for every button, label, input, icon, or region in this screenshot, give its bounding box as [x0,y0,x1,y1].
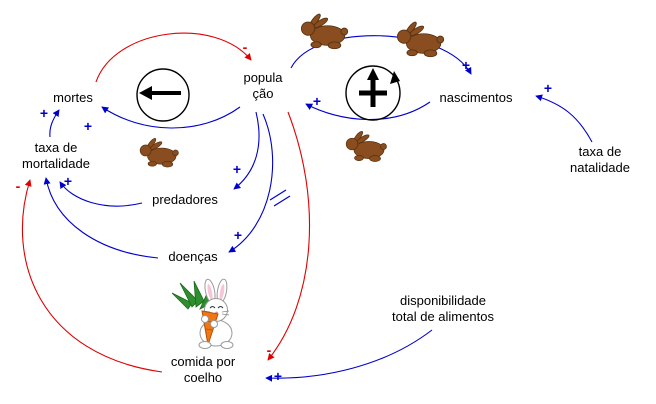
link-populacao-comida-negative [267,111,311,361]
node-disponibilidade-line1: disponibilidade [399,293,486,308]
balancing-loop-icon [136,68,190,122]
sign-mortes-populacao: - [242,39,248,55]
rabbit-foot-right [220,341,234,349]
link-nascimentos-populacao-positive [305,101,431,121]
rabbit-paw-right [210,320,218,328]
node-mortes: mortes [53,90,93,105]
link-populacao-nascimentos-positive [290,35,472,75]
link-mortalidade-mortes-positive [49,109,60,138]
carrot-leaves [171,280,211,310]
node-populacao-line1: popula [243,70,283,85]
sign-populacao-mortes: + [83,118,93,134]
node-taxa-mortalidade-line2: mortalidade [22,156,90,171]
sign-disponibilidade-comida: + [273,368,283,384]
node-taxa-natalidade-line2: natalidade [570,160,630,175]
node-populacao: popula ção [243,70,282,102]
rabbit-top-right [396,20,445,58]
sign-populacao-predadores: + [232,161,242,177]
node-taxa-mortalidade-line1: taxa de [34,140,78,155]
sign-comida-mortalidade: - [15,178,21,194]
sign-populacao-comida: - [266,342,272,358]
reinforcing-loop-icon [345,65,401,121]
rabbit-left [139,136,179,168]
rabbit-eyes [209,306,224,309]
link-predadores-mortalidade-positive [59,181,143,207]
link-populacao-mortes-positive [101,106,241,129]
node-disponibilidade: disponibilidade total de alimentos [392,293,494,325]
sign-predadores-mortalidade: + [63,173,73,189]
node-predadores: predadores [152,192,218,207]
node-populacao-line2: ção [252,86,274,101]
sign-mortalidade-mortes: + [39,105,49,121]
link-populacao-predadores-positive [233,111,260,190]
node-nascimentos: nascimentos [439,90,513,105]
node-taxa-mortalidade: taxa de mortalidade [22,140,90,172]
rabbit-foot-left [198,341,212,349]
sign-natalidade-nascimentos: + [543,80,553,96]
link-populacao-doencas-positive [228,113,274,253]
node-taxa-natalidade-line1: taxa de [578,144,622,159]
node-comida-line1: comida por [170,354,236,369]
node-comida-por-coelho: comida por coelho [171,354,235,386]
link-mortes-populacao-negative [95,32,252,83]
link-comida-mortalidade-negative [21,179,163,373]
node-taxa-natalidade: taxa de natalidade [570,144,630,176]
rabbit-with-carrot-image [171,278,234,349]
rabbit-paw-left [201,315,209,323]
link-natalidade-nascimentos-positive [535,94,593,143]
sign-populacao-nascimentos: + [461,57,471,73]
link-disponibilidade-comida-positive [265,329,433,382]
node-doencas: doenças [168,249,218,264]
link-doencas-mortalidade-positive [43,177,159,259]
rabbit-ears [204,278,228,304]
sign-populacao-doencas: + [233,227,243,243]
node-comida-line2: coelho [183,370,223,385]
sign-nascimentos-populacao: + [312,93,322,109]
delay-mark-icon [269,189,291,207]
node-disponibilidade-line2: total de alimentos [392,309,494,324]
rabbit-top-left [300,12,349,50]
rabbit-center [345,129,387,162]
